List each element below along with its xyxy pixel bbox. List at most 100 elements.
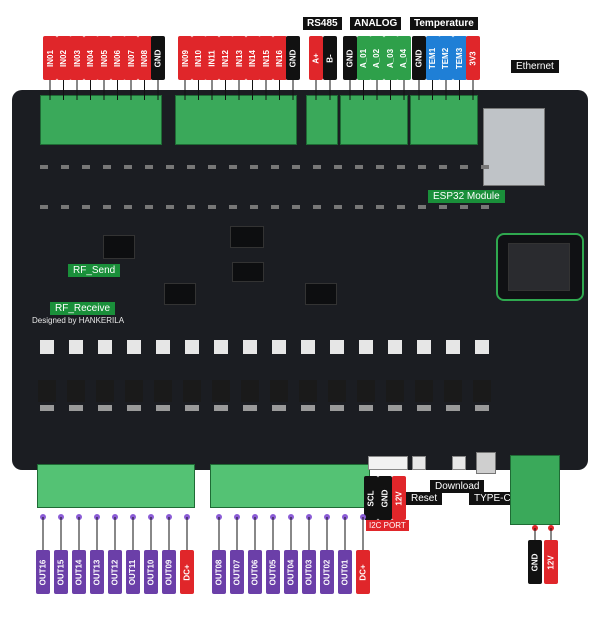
pin-label-text: TEM2 (441, 47, 451, 69)
smd-component (166, 165, 174, 169)
pin-label: IN12 (218, 36, 233, 80)
pin-label-text: IN06 (113, 49, 122, 67)
pin-dot (216, 514, 222, 520)
smd-component (460, 165, 468, 169)
pin-label: GND (343, 36, 357, 80)
mosfet-tab (156, 405, 170, 411)
pin-label: OUT08 (212, 550, 226, 594)
pin-dot (324, 514, 330, 520)
pin-label: OUT07 (230, 550, 244, 594)
mosfet-tab (40, 405, 54, 411)
mosfet (183, 380, 201, 402)
smd-component (460, 205, 468, 209)
mosfet (154, 380, 172, 402)
pin-label: OUT05 (266, 550, 280, 594)
mosfet (444, 380, 462, 402)
mosfet-tab (243, 405, 257, 411)
pin-dot (252, 514, 258, 520)
smd-component (208, 205, 216, 209)
mosfet-tab (417, 405, 431, 411)
pin-label: A_03 (383, 36, 398, 80)
optocoupler (185, 340, 199, 354)
pin-label: IN11 (205, 36, 219, 80)
smd-component (61, 165, 69, 169)
designed-by-text: Designed by HANKERILA (32, 316, 125, 325)
smd-component (145, 205, 153, 209)
pin-label-text: A_03 (386, 48, 395, 68)
smd-component (82, 165, 90, 169)
pin-label-text: IN16 (275, 49, 284, 67)
terminal-inputs-a (40, 95, 162, 145)
esp32-label: ESP32 Module (428, 190, 505, 203)
smd-component (355, 165, 363, 169)
smd-component (145, 165, 153, 169)
pin-label: GND (151, 36, 165, 80)
smd-component (40, 165, 48, 169)
pin-label: IN14 (245, 36, 260, 80)
pin-label: 3V3 (466, 36, 480, 80)
reset-button-shape (412, 456, 426, 470)
smd-component (103, 205, 111, 209)
ic-3 (164, 283, 196, 305)
pin-label: OUT02 (320, 550, 334, 594)
pin-label: OUT13 (90, 550, 104, 594)
mosfet-tab (446, 405, 460, 411)
pin-label: OUT16 (36, 550, 50, 594)
pin-label: IN02 (56, 36, 71, 80)
esp32-chip (508, 243, 570, 291)
pin-label-text: IN03 (72, 49, 82, 67)
smd-component (481, 205, 489, 209)
pin-label: IN16 (272, 36, 287, 80)
optocoupler (69, 340, 83, 354)
mosfet (67, 380, 85, 402)
mosfet-tab (185, 405, 199, 411)
smd-component (397, 205, 405, 209)
mosfet (386, 380, 404, 402)
pin-dot (112, 514, 118, 520)
pin-label-text: OUT14 (74, 559, 84, 585)
pin-label-text: IN14 (248, 49, 257, 67)
pin-label: A+ (309, 36, 323, 80)
pin-label-text: IN11 (207, 49, 217, 67)
pin-label-text: OUT01 (340, 559, 350, 585)
ethernet-label: Ethernet (511, 60, 559, 73)
pin-label: IN15 (259, 36, 273, 80)
smd-component (250, 205, 258, 209)
terminal-outputs-a (37, 464, 195, 508)
pin-label-text: IN12 (221, 49, 230, 67)
mosfet (357, 380, 375, 402)
optocoupler (243, 340, 257, 354)
mosfet (473, 380, 491, 402)
smd-component (187, 165, 195, 169)
analog-header: ANALOG (350, 17, 402, 30)
pin-label: A_04 (397, 36, 411, 80)
pin-label-text: IN09 (180, 49, 190, 67)
pin-dot (130, 514, 136, 520)
pin-label: GND (378, 476, 392, 520)
pin-label-text: OUT07 (232, 559, 242, 585)
pin-label-text: GND (345, 49, 355, 67)
pin-label-text: IN02 (59, 49, 68, 67)
ic-4 (305, 283, 337, 305)
smd-component (313, 165, 321, 169)
mosfet (38, 380, 56, 402)
optocoupler (272, 340, 286, 354)
pin-label-text: IN04 (86, 49, 95, 67)
smd-component (124, 205, 132, 209)
reset-label: Reset (406, 492, 443, 505)
optocoupler (330, 340, 344, 354)
pin-label-text: OUT03 (304, 559, 314, 585)
mosfet-tab (475, 405, 489, 411)
pin-label: TEM1 (425, 36, 440, 80)
pin-label-text: OUT10 (146, 559, 156, 585)
optocoupler (301, 340, 315, 354)
pin-dot (184, 514, 190, 520)
smd-component (418, 165, 426, 169)
smd-component (334, 205, 342, 209)
pin-label-text: SCL (366, 490, 376, 506)
pin-label-text: OUT16 (38, 559, 48, 585)
pin-label: A_01 (356, 36, 371, 80)
pin-label: TEM3 (452, 36, 467, 80)
pin-label: OUT14 (72, 550, 86, 594)
pin-label-text: OUT02 (322, 559, 332, 585)
